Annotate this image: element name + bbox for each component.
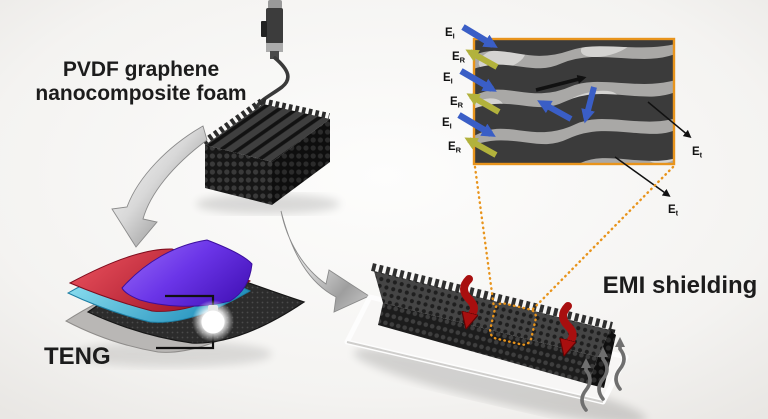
- foam-title-line1: PVDF graphene: [63, 58, 219, 81]
- wave-label-reflected-2: ER: [450, 96, 464, 110]
- emission-wave-icon: [614, 337, 626, 391]
- transmitted-arrow-2: [614, 156, 671, 197]
- emission-wave-icon: [597, 347, 609, 401]
- foam-title-line2: nanocomposite foam: [35, 82, 246, 105]
- wave-label-reflected-1: ER: [452, 51, 466, 65]
- slab-shadow: [353, 348, 647, 419]
- foam-cube: [196, 98, 340, 214]
- transmitted-label-1: Et: [692, 146, 703, 160]
- teng-label: TENG: [44, 343, 111, 370]
- incident-arrow-icon: [459, 68, 497, 92]
- arrow-foam-to-slab: [280, 210, 370, 313]
- light-bulb-icon: [192, 300, 234, 342]
- internal-scatter-arrow-down: [581, 86, 597, 124]
- printer-nozzle: [261, 0, 283, 59]
- cube-top-face: [205, 104, 330, 162]
- transmitted-arrow-1: [647, 101, 692, 139]
- highlight-region: [488, 302, 538, 346]
- teng-shadow: [72, 341, 272, 367]
- incident-arrow-icon: [457, 112, 496, 137]
- incident-reflected-arrows: [457, 24, 501, 158]
- reflected-arrow-icon: [465, 49, 499, 70]
- nozzle-bracket: [261, 21, 267, 37]
- wave-label-incident-1: EI: [445, 27, 455, 41]
- emi-wave-arrows: [460, 275, 577, 348]
- wave-label-reflected-3: ER: [448, 141, 462, 155]
- internal-transmission-arrow: [535, 74, 587, 92]
- inset-panel: EI ER EI ER EI ER Et Et: [442, 24, 703, 218]
- emi-slab-assembly: [344, 263, 647, 419]
- emi-wave-icon: [460, 275, 474, 321]
- reflected-arrow-icon: [464, 137, 498, 158]
- cube-shadow: [196, 194, 340, 214]
- emission-wave-icon: [580, 358, 592, 412]
- magnifier-line-left: [473, 165, 496, 310]
- emi-shielding-label: EMI shielding: [603, 272, 758, 299]
- wave-label-incident-2: EI: [443, 72, 453, 86]
- slab-front-face: [378, 303, 598, 384]
- cube-right-face: [272, 119, 330, 205]
- magnifier-link: [473, 165, 675, 346]
- wave-label-incident-3: EI: [442, 117, 452, 131]
- teng-stack: [65, 239, 306, 367]
- teng-layer-purple: [121, 239, 253, 307]
- arrow-foam-to-teng: [111, 125, 208, 248]
- cube-front-face: [205, 145, 272, 205]
- transmitted-label-2: Et: [668, 204, 679, 218]
- slab-top-face: [374, 271, 610, 357]
- transmitted-emission-arrows: [580, 337, 626, 412]
- emi-wave-icon: [563, 302, 577, 348]
- reflected-arrow-icon: [466, 93, 501, 115]
- internal-scatter-arrow-left: [537, 100, 573, 122]
- incident-arrow-icon: [461, 24, 498, 48]
